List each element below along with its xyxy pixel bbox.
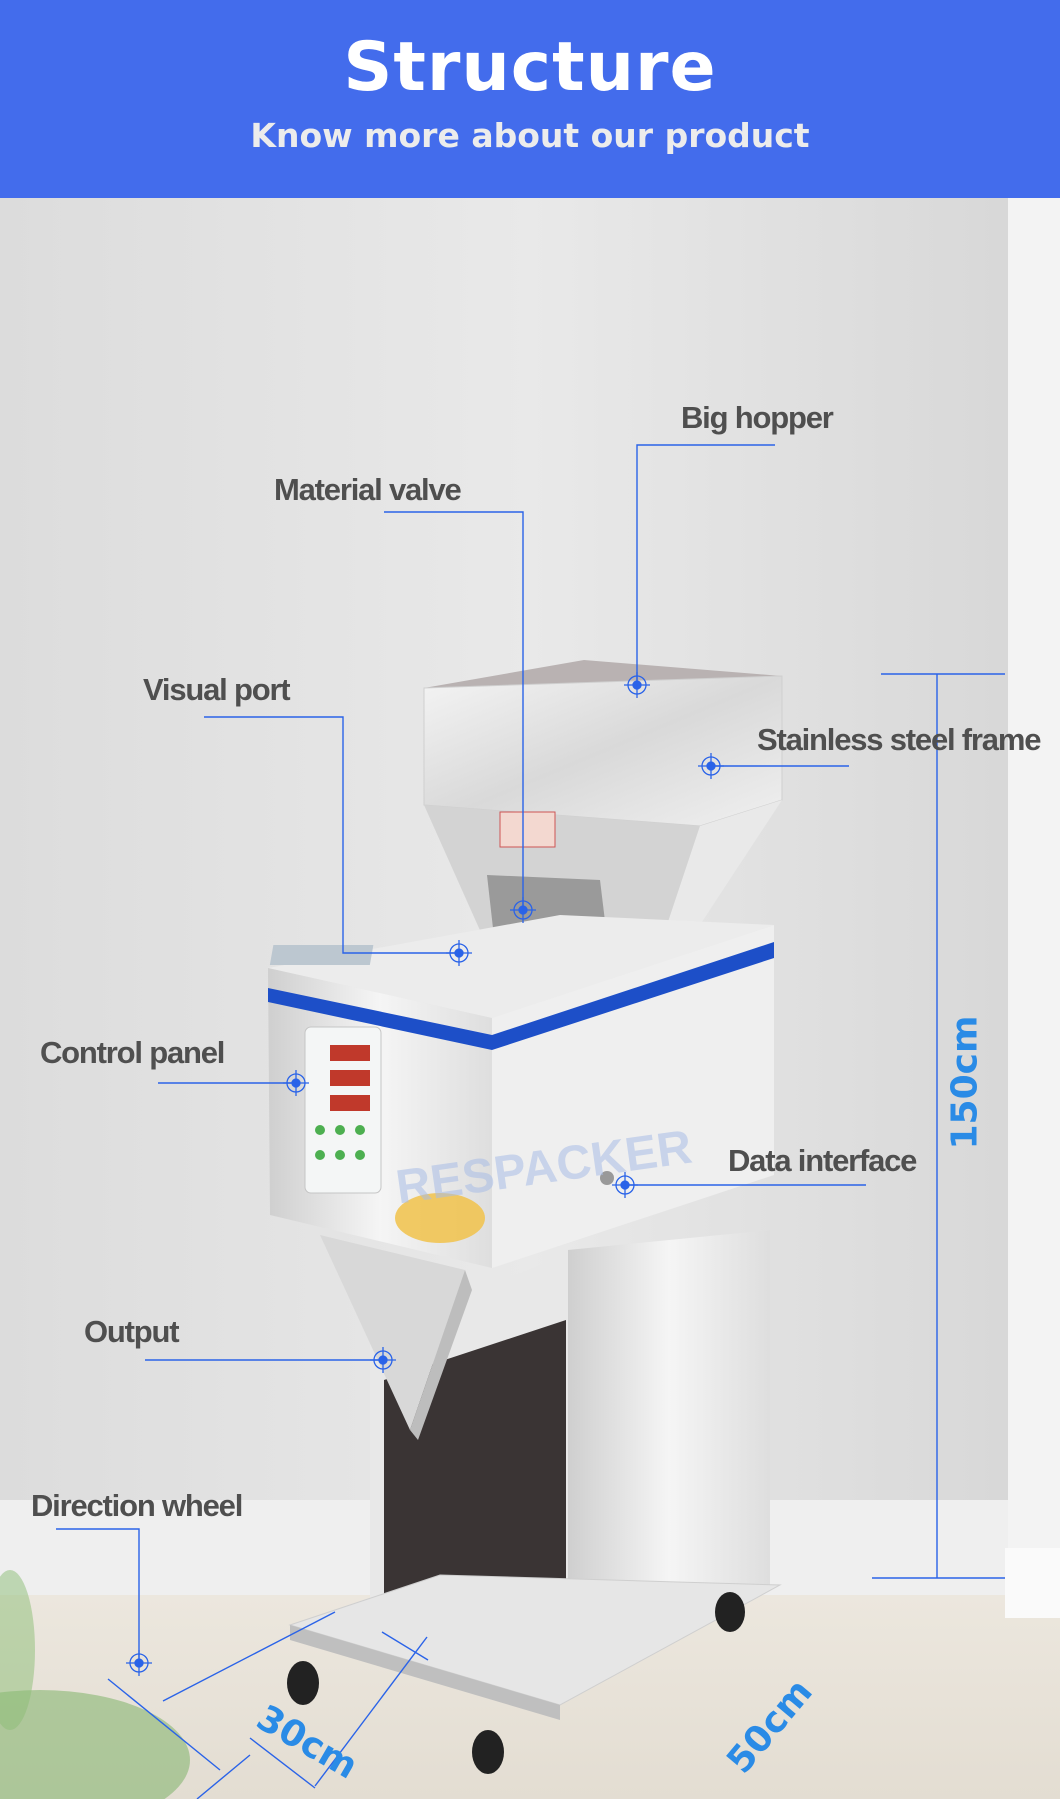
label-visual-port: Visual port — [143, 672, 291, 707]
callout-lines — [56, 444, 1005, 1799]
warning-sticker — [499, 811, 556, 848]
visual-port-window — [269, 945, 374, 965]
label-output: Output — [84, 1314, 180, 1349]
plant-blur — [0, 1690, 190, 1799]
blue-stripe — [268, 942, 774, 1050]
header-banner: Structure Know more about our product — [0, 0, 1060, 198]
data-port — [600, 1171, 614, 1185]
output-funnel — [320, 1235, 465, 1430]
wheel — [287, 1592, 745, 1774]
label-stainless-steel-frame: Stainless steel frame — [757, 722, 1041, 757]
marker-icon — [370, 1347, 396, 1373]
marker-icon — [446, 940, 472, 966]
main-box-side — [492, 925, 774, 1268]
marker-icon — [612, 1172, 638, 1198]
pedestal — [568, 1230, 770, 1660]
callout-markers — [126, 672, 724, 1676]
page-subtitle: Know more about our product — [250, 116, 810, 155]
marker-icon — [624, 672, 650, 698]
marker-icon — [283, 1070, 309, 1096]
marker-icon — [126, 1650, 152, 1676]
wall-pillar — [1008, 198, 1060, 1548]
hopper — [423, 675, 783, 827]
label-control-panel: Control panel — [40, 1035, 225, 1070]
label-material-valve: Material valve — [274, 472, 462, 507]
marker-icon — [698, 753, 724, 779]
main-box-top — [268, 915, 774, 1018]
marker-icon — [510, 897, 536, 923]
page-title: Structure — [343, 28, 717, 107]
label-big-hopper: Big hopper — [681, 400, 834, 435]
label-direction-wheel: Direction wheel — [31, 1488, 243, 1523]
dimension-height: 150cm — [944, 1015, 986, 1150]
label-data-interface: Data interface — [728, 1143, 917, 1178]
product-badge — [395, 1193, 485, 1243]
